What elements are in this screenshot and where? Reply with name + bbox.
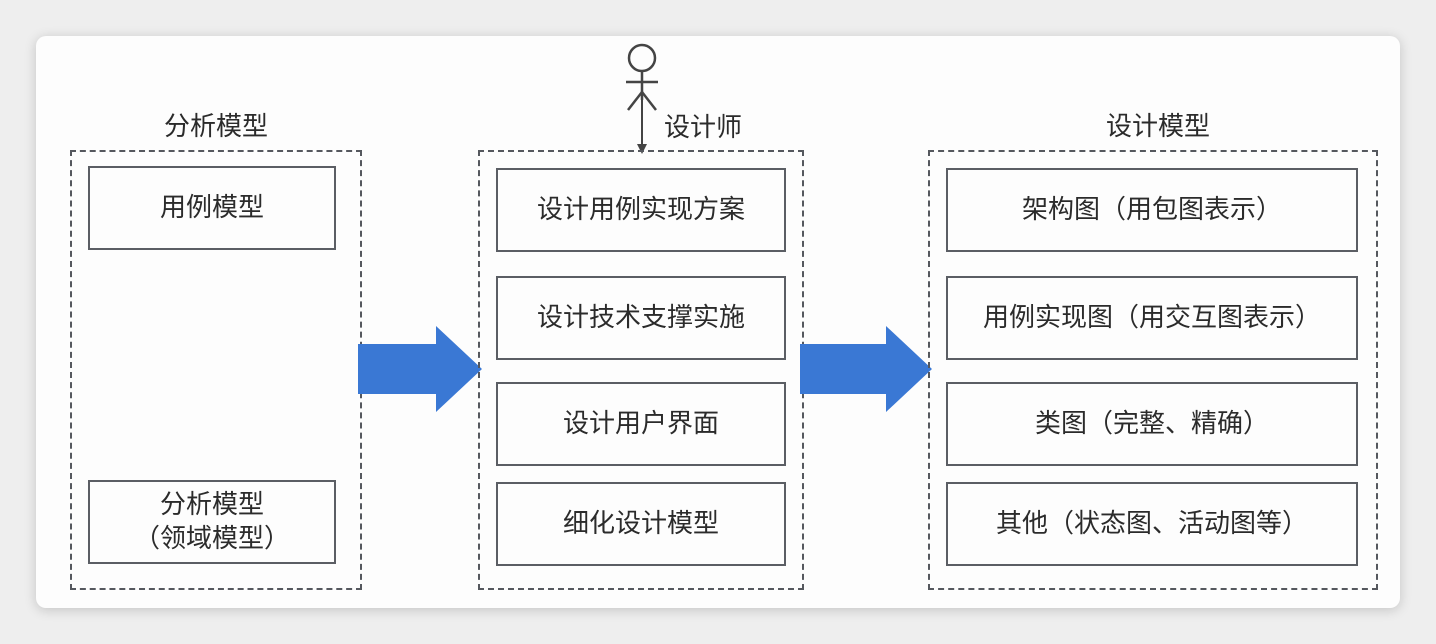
design-tech-support-label: 设计技术支撑实施 (536, 303, 745, 333)
use-case-model-label: 用例模型 (159, 193, 264, 223)
designer-actor-icon (626, 43, 658, 154)
design-use-case-label: 设计用例实现方案 (536, 195, 745, 225)
diagram-card: 分析模型 用例模型 分析模型 （领域模型） 设计师 设计用例实现方案 设计技术支… (36, 36, 1400, 608)
analysis-model-title: 分析模型 (163, 112, 268, 142)
architecture-diagram-label: 架构图（用包图表示） (1021, 195, 1282, 225)
domain-model-label-line2: （领域模型） (133, 524, 290, 554)
other-diagrams-label: 其他（状态图、活动图等） (995, 509, 1308, 539)
design-tech-support-box: 设计技术支撑实施 (496, 276, 786, 360)
class-diagram-box: 类图（完整、精确） (946, 382, 1358, 466)
architecture-diagram-box: 架构图（用包图表示） (946, 168, 1358, 252)
use-case-model-box: 用例模型 (88, 166, 336, 250)
other-diagrams-box: 其他（状态图、活动图等） (946, 482, 1358, 566)
design-model-group (928, 150, 1378, 590)
domain-model-label-line1: 分析模型 (159, 490, 264, 520)
class-diagram-label: 类图（完整、精确） (1034, 409, 1269, 439)
design-ui-label: 设计用户界面 (562, 409, 719, 439)
domain-model-box: 分析模型 （领域模型） (88, 480, 336, 564)
design-use-case-box: 设计用例实现方案 (496, 168, 786, 252)
use-case-realization-box: 用例实现图（用交互图表示） (946, 276, 1358, 360)
design-ui-box: 设计用户界面 (496, 382, 786, 466)
flow-arrow-1 (358, 326, 482, 412)
refine-design-box: 细化设计模型 (496, 482, 786, 566)
designer-label: 设计师 (664, 113, 743, 143)
design-model-title: 设计模型 (1105, 112, 1210, 142)
use-case-realization-label: 用例实现图（用交互图表示） (982, 303, 1321, 333)
flow-arrow-1-shape (358, 326, 482, 412)
flow-arrow-2-shape (800, 326, 932, 412)
refine-design-label: 细化设计模型 (562, 509, 719, 539)
flow-arrow-2 (800, 326, 932, 412)
